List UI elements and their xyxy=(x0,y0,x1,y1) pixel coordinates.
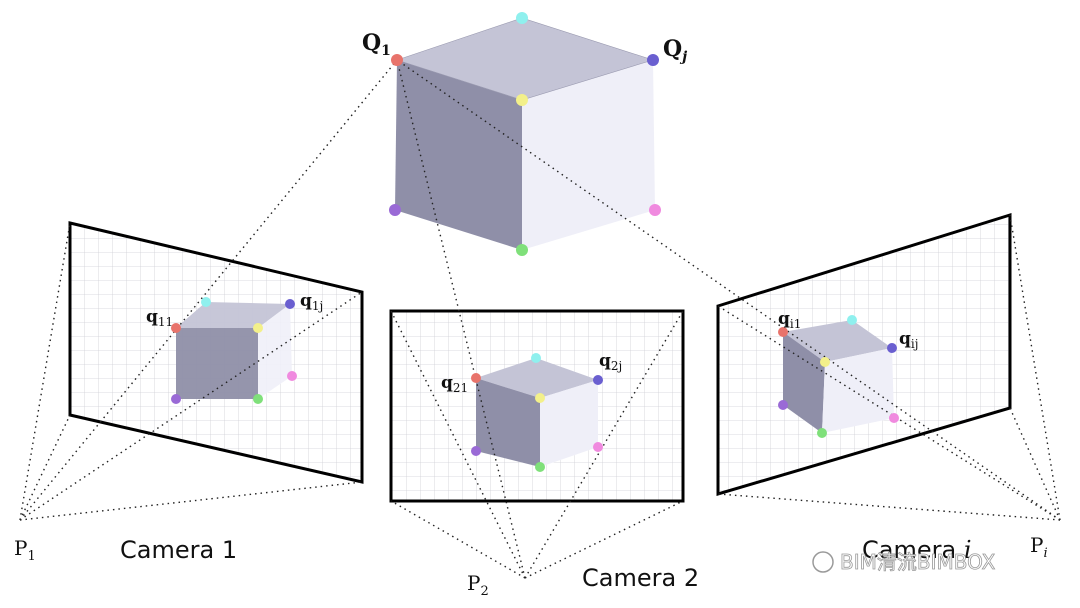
label-camera-i: Camera i xyxy=(862,536,972,564)
planei-corner-pink xyxy=(889,413,899,423)
label-Pi: Pi xyxy=(1030,533,1048,561)
image-plane-i xyxy=(716,212,1012,497)
watermark-text: BIM清流BIMBOX xyxy=(840,550,996,574)
corner-q1j xyxy=(285,299,295,309)
label-Qj: Qj xyxy=(663,36,687,65)
corner-top-cyan xyxy=(516,12,528,24)
projection-rays xyxy=(19,59,1061,579)
label-camera-2: Camera 2 xyxy=(582,564,699,592)
planei-cube-top xyxy=(783,320,892,362)
label-q11: q11 xyxy=(146,307,173,329)
corner-q11 xyxy=(171,323,181,333)
plane1-cube-right xyxy=(258,304,292,399)
plane1-corners xyxy=(171,297,297,404)
corner-front-yellow xyxy=(516,94,528,106)
image-plane-1 xyxy=(68,221,364,484)
plane1-corner-yellow xyxy=(253,323,263,333)
label-q2j: q2j xyxy=(599,351,622,373)
corner-qi1 xyxy=(778,327,788,337)
corner-bottom-right-pink xyxy=(649,204,661,216)
watermark-logo-icon xyxy=(812,551,834,573)
plane2-corner-cyan xyxy=(531,353,541,363)
plane2-cube-right xyxy=(540,380,598,467)
world-cube-right-face xyxy=(522,60,655,250)
planei-corner-green xyxy=(817,428,827,438)
label-Q1: Q1 xyxy=(362,30,391,59)
plane2-corners xyxy=(471,353,603,472)
corner-bottom-left-purple xyxy=(389,204,401,216)
image-plane-2 xyxy=(389,309,685,503)
label-P1: P1 xyxy=(14,536,36,564)
label-qij: qij xyxy=(899,329,918,351)
label-q1j: q1j xyxy=(300,291,323,313)
plane1-corner-pink xyxy=(287,371,297,381)
plane2-corner-pink xyxy=(593,442,603,452)
plane2-corner-yellow xyxy=(535,393,545,403)
plane1-corner-cyan xyxy=(201,297,211,307)
label-q21: q21 xyxy=(441,373,468,395)
world-cube-corners xyxy=(389,12,661,256)
corner-qij xyxy=(887,343,897,353)
corner-q21 xyxy=(471,373,481,383)
planei-corner-purple xyxy=(778,400,788,410)
planei-corner-yellow xyxy=(820,357,830,367)
plane1-corner-purple xyxy=(171,394,181,404)
planei-corners xyxy=(778,315,899,438)
plane1-cube-left xyxy=(176,328,258,399)
plane2-cube-left xyxy=(476,378,540,467)
label-qi1: qi1 xyxy=(778,309,801,331)
watermark: BIM清流BIMBOX xyxy=(812,550,996,574)
corner-Q1 xyxy=(391,54,403,66)
label-camera-1: Camera 1 xyxy=(120,536,237,564)
plane1-corner-green xyxy=(253,394,263,404)
corner-Qj xyxy=(647,54,659,66)
world-cube-left-face xyxy=(395,60,522,250)
planei-cube-right xyxy=(822,348,894,433)
planei-cube-left xyxy=(783,332,825,433)
corner-q2j xyxy=(593,375,603,385)
plane1-cube-top xyxy=(176,302,290,328)
world-cube xyxy=(395,17,655,250)
corner-bottom-green xyxy=(516,244,528,256)
planei-corner-cyan xyxy=(847,315,857,325)
plane2-corner-purple xyxy=(471,446,481,456)
label-P2: P2 xyxy=(467,571,489,599)
plane2-corner-green xyxy=(535,462,545,472)
plane2-cube-top xyxy=(476,358,598,398)
